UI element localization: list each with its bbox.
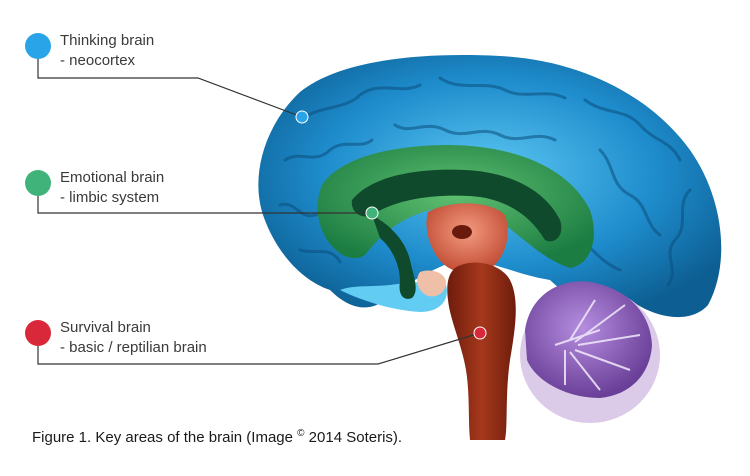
emotional-brain-title: Emotional brain xyxy=(60,169,165,186)
emotional-marker xyxy=(365,206,379,220)
pituitary-region xyxy=(417,270,446,297)
gyri-texture xyxy=(278,76,692,287)
thalamus-region xyxy=(426,203,508,274)
thinking-connector-line xyxy=(37,58,303,118)
emotional-legend-dot xyxy=(25,170,51,196)
survival-brain-subtitle: - basic / reptilian brain xyxy=(60,339,207,356)
thinking-legend-dot xyxy=(25,33,51,59)
emotional-connector-line xyxy=(37,196,372,214)
copyright-symbol: © xyxy=(297,428,305,439)
thinking-brain-label: Thinking brain - neocortex xyxy=(60,31,154,71)
fornix xyxy=(372,215,416,299)
survival-marker xyxy=(473,326,487,340)
survival-brain-label: Survival brain - basic / reptilian brain xyxy=(60,318,207,358)
thinking-brain-title: Thinking brain xyxy=(60,32,155,49)
survival-legend-dot xyxy=(25,320,51,346)
emotional-brain-subtitle: - limbic system xyxy=(60,189,160,206)
thalamus-center xyxy=(452,225,472,239)
cerebellum-region xyxy=(525,281,652,398)
corpus-callosum xyxy=(351,169,562,242)
thinking-marker xyxy=(295,110,309,124)
brainstem-region xyxy=(447,262,516,440)
figure-caption: Figure 1. Key areas of the brain (Image … xyxy=(32,428,402,446)
caption-suffix: 2014 Soteris). xyxy=(304,429,403,446)
survival-connector-line xyxy=(37,332,481,365)
caption-prefix: Figure 1. Key areas of the brain (Image xyxy=(32,429,298,446)
cerebellum-arbor xyxy=(554,299,641,391)
emotional-brain-label: Emotional brain - limbic system xyxy=(60,168,164,208)
survival-brain-title: Survival brain xyxy=(60,319,151,336)
thinking-brain-subtitle: - neocortex xyxy=(60,52,136,69)
